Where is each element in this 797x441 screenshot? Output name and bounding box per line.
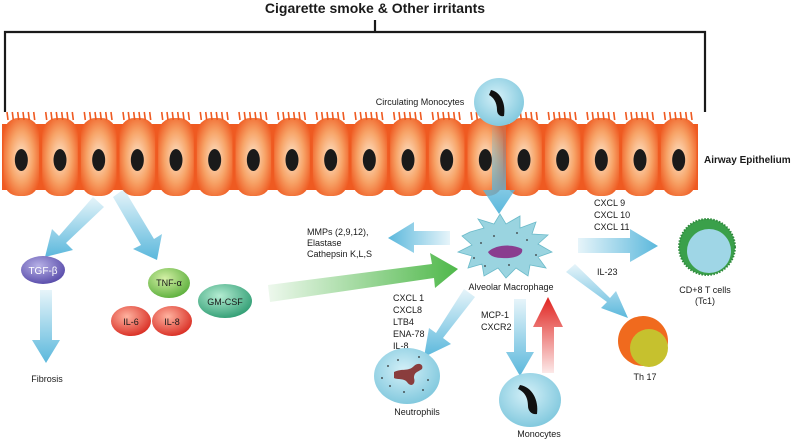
gm-csf-label: GM-CSF (207, 297, 243, 307)
cilia (199, 111, 229, 121)
tgf-beta-label: TGF-β (28, 266, 57, 277)
cxcl8-line: CXCL8 (393, 305, 422, 315)
monocyte-mediators-text-block: MCP-1 CXCR2 (481, 310, 512, 332)
monocyte-cell (499, 373, 561, 427)
il-6-bubble (111, 306, 151, 336)
cd8-t-cells-label: CD+8 T cells (679, 285, 731, 295)
circulating-monocytes-label: Circulating Monocytes (376, 97, 465, 107)
il-8-bubble (152, 306, 192, 336)
cxcl-t-cell-text-block: CXCL 9 CXCL 10 CXCL 11 (594, 198, 630, 232)
epithelial-nucleus (556, 149, 570, 171)
epithelial-nucleus (324, 149, 338, 171)
il-23-label: IL-23 (597, 267, 618, 277)
mmps-text-block: MMPs (2,9,12), Elastase Cathepsin K,L,S (307, 227, 372, 259)
monocytes-label: Monocytes (517, 429, 561, 439)
airway-epithelium-label: Airway Epithelium (704, 155, 791, 166)
epithelial-nucleus (208, 149, 222, 171)
cilia (44, 111, 75, 121)
cilia (624, 111, 655, 121)
ltb4-line: LTB4 (393, 317, 414, 327)
cxcl9-line: CXCL 9 (594, 198, 625, 208)
gm-csf-bubble (198, 284, 252, 318)
epithelium-band (2, 124, 698, 190)
cilia (122, 111, 152, 121)
epithelial-nucleus (92, 149, 106, 171)
cilia (392, 111, 423, 121)
cxcl11-line: CXCL 11 (594, 222, 630, 232)
tnf-alpha-label: TNF-α (156, 278, 182, 288)
cilia (6, 111, 36, 121)
cd8-t-cell (678, 218, 736, 276)
epithelial-nucleus (14, 149, 28, 171)
neutrophil-mediators-text-block: CXCL 1 CXCL8 LTB4 ENA-78 IL-8 (393, 293, 425, 351)
alveolar-macrophage-cell (456, 213, 553, 279)
cxcl10-line: CXCL 10 (594, 210, 630, 220)
tgf-beta-bubble (21, 256, 65, 284)
fibrosis-label: Fibrosis (31, 374, 63, 384)
arrow-monocytes-to-macrophage (533, 297, 563, 373)
arrow-macrophage-to-monocytes (506, 299, 534, 376)
cilia (160, 111, 191, 121)
epithelial-nucleus (517, 149, 531, 171)
epithelial-nucleus (53, 149, 67, 171)
il8-line: IL-8 (393, 341, 409, 351)
epithelial-nucleus (130, 149, 144, 171)
alveolar-macrophage-label: Alveolar Macrophage (468, 282, 553, 292)
elastase-line: Elastase (307, 238, 342, 248)
il-8-label: IL-8 (164, 317, 180, 327)
mmps-line: MMPs (2,9,12), (307, 227, 369, 237)
epithelial-nucleus (478, 149, 492, 171)
tnf-alpha-bubble (148, 268, 190, 298)
cilia (83, 111, 113, 121)
epithelial-nucleus (672, 149, 686, 171)
arrow-epithelium-to-tgf (45, 197, 104, 257)
circulating-monocyte-cell (474, 78, 524, 126)
arrow-gm-csf-to-macrophage (268, 253, 458, 302)
cilia (431, 111, 461, 121)
arrow-macrophage-to-cd8 (578, 229, 658, 262)
neutrophil-cell (374, 348, 440, 404)
arrow-macrophage-to-mmps (388, 222, 450, 253)
airway-epithelium (2, 111, 698, 196)
mcp1-line: MCP-1 (481, 310, 509, 320)
arrow-macrophage-to-neutrophils (424, 289, 475, 357)
neutrophils-label: Neutrophils (394, 407, 440, 417)
arrow-tgf-to-fibrosis (32, 290, 60, 363)
ena78-line: ENA-78 (393, 329, 425, 339)
arrow-monocyte-to-macrophage (483, 126, 515, 214)
cilia (547, 111, 577, 121)
tc1-label: (Tc1) (695, 296, 715, 306)
arrow-epithelium-to-cytokines (113, 189, 162, 260)
cilia (663, 111, 693, 121)
epithelial-nucleus (362, 149, 376, 171)
arrow-macrophage-to-th17 (566, 264, 628, 318)
il-6-label: IL-6 (123, 317, 139, 327)
epithelial-nucleus (633, 149, 647, 171)
irritant-bracket (3, 20, 707, 112)
diagram-title: Cigarette smoke & Other irritants (265, 0, 485, 16)
th17-label: Th 17 (633, 372, 656, 382)
epithelial-nucleus (285, 149, 299, 171)
cilia (354, 111, 384, 121)
epithelial-nucleus (440, 149, 454, 171)
cilia (238, 111, 268, 121)
cxcr2-line: CXCR2 (481, 322, 512, 332)
epithelial-nucleus (169, 149, 183, 171)
th17-cell (618, 316, 668, 367)
cxcl1-line: CXCL 1 (393, 293, 424, 303)
epithelial-nucleus (246, 149, 260, 171)
cilia (315, 111, 345, 121)
cilia (276, 111, 307, 121)
epithelial-nucleus (594, 149, 608, 171)
cilia (586, 111, 616, 121)
cathepsin-line: Cathepsin K,L,S (307, 249, 372, 259)
epithelial-nucleus (401, 149, 415, 171)
